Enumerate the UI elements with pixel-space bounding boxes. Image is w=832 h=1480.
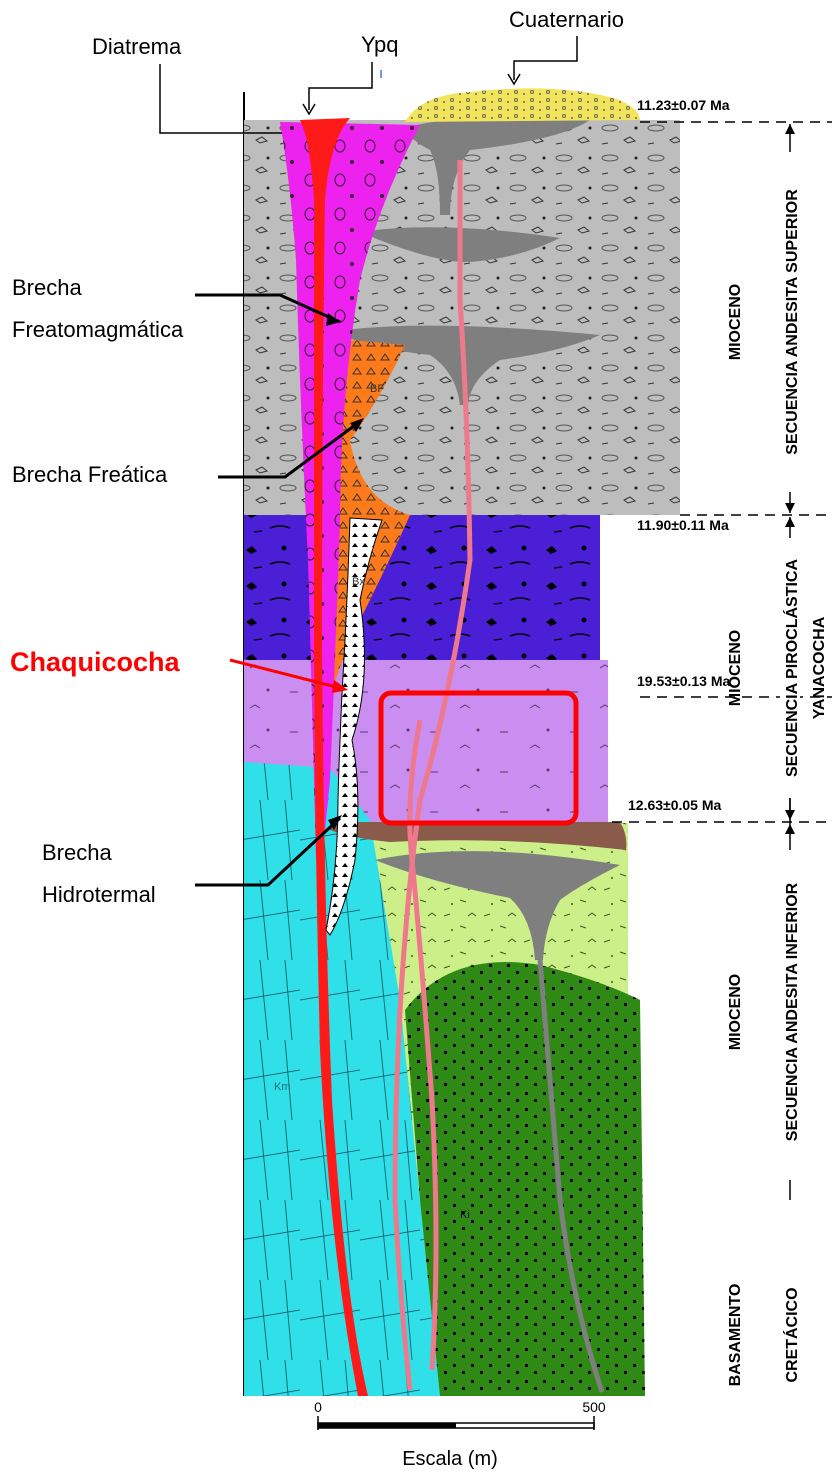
map-code-bx: Bx — [352, 576, 365, 588]
age-label-3: 12.63±0.05 Ma — [628, 797, 722, 813]
unit-mioceno-mid: MIOCENO — [727, 630, 744, 706]
age-label-4: 19.53±0.13 Ma — [637, 673, 731, 689]
label-ypq: Ypq — [361, 32, 399, 57]
arrow-down-2 — [785, 810, 795, 820]
unit-basamento: BASAMENTO — [727, 1284, 744, 1387]
unit-cretacico: CRETÁCICO — [782, 1287, 801, 1382]
label-brecha-freatica: Brecha Freática — [12, 462, 168, 487]
unit-seq-piroclastica-line1: SECUENCIA PIROCLÁSTICA — [782, 559, 801, 778]
arrow-up-2 — [785, 517, 795, 527]
scale-bar — [318, 1416, 594, 1430]
map-code-km: Km — [274, 1081, 291, 1093]
pyroclastic-dark-layer — [244, 515, 600, 660]
cretaceous-ki-block — [405, 962, 645, 1396]
label-brecha-hidrotermal-line1: Brecha — [42, 840, 112, 865]
arrow-down-1 — [785, 503, 795, 513]
arrow-up-1 — [785, 124, 795, 134]
age-label-2: 11.90±0.11 Ma — [637, 517, 729, 533]
label-brecha-freatomagmatica-line1: Brecha — [12, 275, 82, 300]
arrow-up-3 — [785, 824, 795, 834]
map-code-bf: BF — [370, 383, 384, 395]
unit-seq-andesita-inferior: SECUENCIA ANDESITA INFERIOR — [784, 882, 801, 1141]
label-cuaternario: Cuaternario — [509, 7, 624, 32]
leader-ypq — [309, 62, 372, 110]
scale-caption: Escala (m) — [402, 1448, 498, 1470]
leader-cuaternario — [514, 36, 577, 80]
scale-zero-label: 0 — [314, 1399, 322, 1415]
label-diatrema: Diatrema — [92, 34, 182, 59]
unit-mioceno-lower: MIOCENO — [727, 974, 744, 1050]
age-label-1: 11.23±0.07 Ma — [637, 97, 730, 113]
unit-seq-andesita-superior: SECUENCIA ANDESITA SUPERIOR — [784, 189, 801, 455]
map-code-ki: Ki — [460, 1209, 470, 1221]
label-brecha-freatomagmatica-line2: Freatomagmática — [12, 317, 184, 342]
label-chaquicocha: Chaquicocha — [10, 647, 181, 677]
unit-mioceno-upper: MIOCENO — [727, 284, 744, 360]
unit-seq-piroclastica-line2: YANACOCHA — [811, 616, 828, 719]
label-brecha-hidrotermal-line2: Hidrotermal — [42, 882, 156, 907]
quaternary-cap — [405, 88, 640, 122]
scale-500-label: 500 — [582, 1399, 606, 1415]
